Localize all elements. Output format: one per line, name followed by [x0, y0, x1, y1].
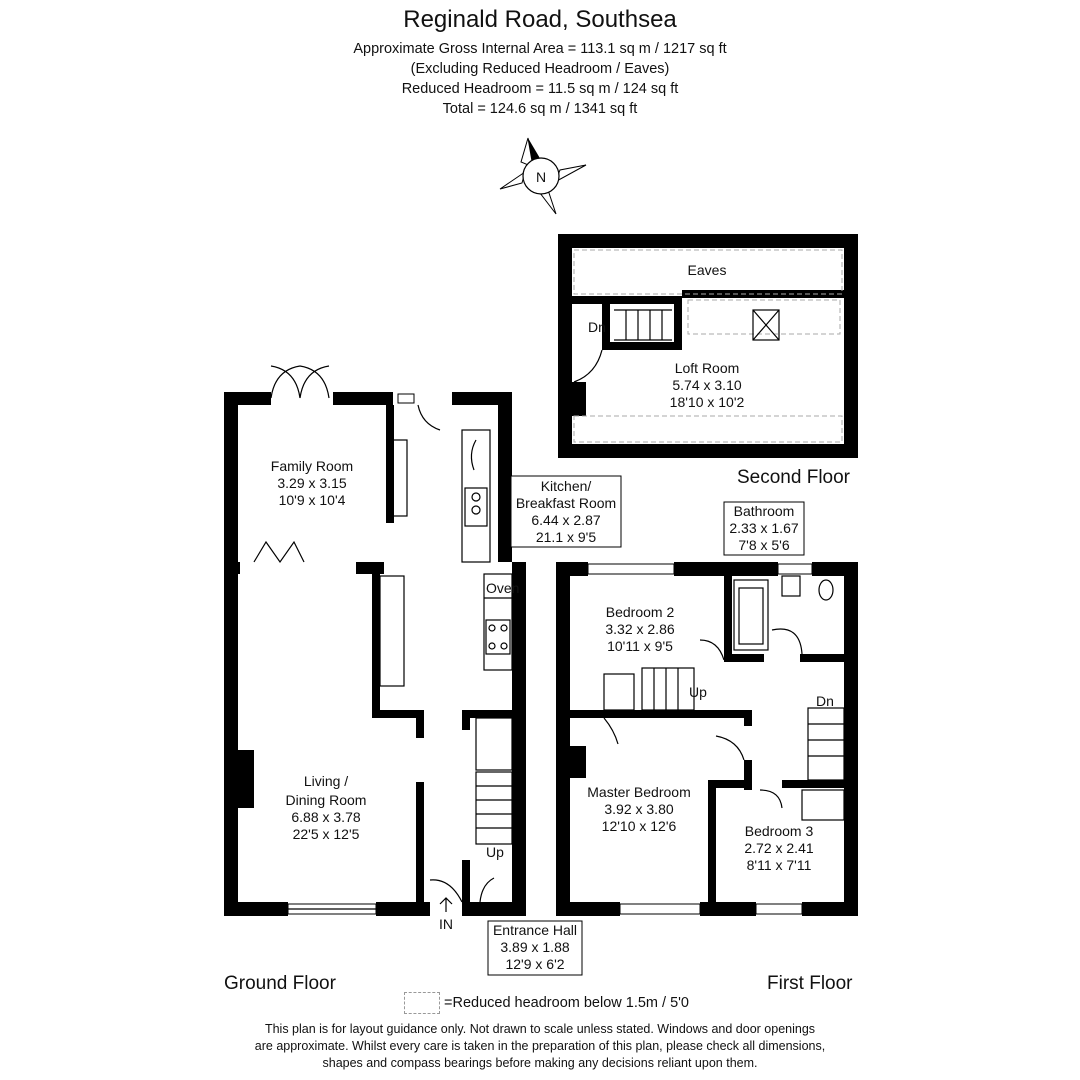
- ground-floor-plan: Family Room 3.29 x 3.15 10'9 x 10'4 Livi…: [224, 365, 622, 976]
- reduced-headroom-legend: =Reduced headroom below 1.5m / 5'0: [404, 992, 689, 1014]
- oven-label: Oven: [486, 580, 519, 596]
- bathroom-metric: 2.33 x 1.67: [729, 520, 798, 536]
- excluding-text: (Excluding Reduced Headroom / Eaves): [410, 61, 670, 77]
- loft-name: Loft Room: [675, 360, 740, 376]
- living-room-name-2: Dining Room: [286, 792, 367, 808]
- eaves-label: Eaves: [688, 262, 727, 278]
- hall-metric: 3.89 x 1.88: [500, 939, 569, 955]
- hall-name: Entrance Hall: [493, 922, 577, 938]
- loft-metric: 5.74 x 3.10: [672, 377, 741, 393]
- living-room-imperial: 22'5 x 12'5: [293, 826, 360, 842]
- entrance-in-label: IN: [439, 916, 453, 932]
- total-area-text: Total = 124.6 sq m / 1341 sq ft: [442, 101, 638, 117]
- hall-imperial: 12'9 x 6'2: [505, 956, 564, 972]
- dashed-legend-swatch: [404, 992, 440, 1014]
- master-bedroom-name: Master Bedroom: [587, 784, 690, 800]
- disclaimer-line-3: shapes and compass bearings before makin…: [322, 1056, 758, 1070]
- disclaimer-line-1: This plan is for layout guidance only. N…: [264, 1022, 816, 1036]
- disclaimer-line-2: are approximate. Whilst every care is ta…: [254, 1039, 826, 1053]
- loft-imperial: 18'10 x 10'2: [670, 394, 745, 410]
- master-bedroom-imperial: 12'10 x 12'6: [602, 818, 677, 834]
- living-room-metric: 6.88 x 3.78: [291, 809, 360, 825]
- legend-text: =Reduced headroom below 1.5m / 5'0: [444, 995, 689, 1011]
- bedroom2-name: Bedroom 2: [606, 604, 675, 620]
- bathroom-imperial: 7'8 x 5'6: [738, 537, 789, 553]
- bedroom3-imperial: 8'11 x 7'11: [747, 857, 812, 873]
- kitchen-metric: 6.44 x 2.87: [531, 512, 600, 528]
- family-room-name: Family Room: [271, 458, 353, 474]
- plan-title: Reginald Road, Southsea: [403, 6, 677, 33]
- compass-icon: N: [499, 137, 587, 215]
- kitchen-name-2: Breakfast Room: [516, 495, 616, 511]
- bedroom2-metric: 3.32 x 2.86: [605, 621, 674, 637]
- first-floor-plan: Bedroom 2 3.32 x 2.86 10'11 x 9'5 Up Dn …: [556, 501, 858, 916]
- kitchen-imperial: 21.1 x 9'5: [536, 529, 596, 545]
- family-room-imperial: 10'9 x 10'4: [279, 492, 346, 508]
- ground-floor-label: Ground Floor: [224, 973, 336, 994]
- bathroom-name: Bathroom: [734, 503, 795, 519]
- loft-dn-label: Dn: [588, 319, 606, 335]
- reduced-headroom-text: Reduced Headroom = 11.5 sq m / 124 sq ft: [401, 81, 679, 97]
- ground-up-label: Up: [486, 844, 504, 860]
- compass-north-label: N: [536, 169, 546, 185]
- bedroom3-name: Bedroom 3: [745, 823, 814, 839]
- bedroom2-imperial: 10'11 x 9'5: [607, 638, 673, 654]
- first-dn-label: Dn: [816, 693, 834, 709]
- second-floor-label: Second Floor: [737, 467, 851, 488]
- living-room-name-1: Living /: [304, 773, 348, 789]
- gross-area-text: Approximate Gross Internal Area = 113.1 …: [353, 41, 727, 57]
- kitchen-name-1: Kitchen/: [541, 478, 592, 494]
- first-up-label: Up: [689, 684, 707, 700]
- first-floor-label: First Floor: [767, 973, 853, 994]
- bedroom3-metric: 2.72 x 2.41: [744, 840, 813, 856]
- master-bedroom-metric: 3.92 x 3.80: [604, 801, 673, 817]
- family-room-metric: 3.29 x 3.15: [277, 475, 346, 491]
- second-floor-plan: Eaves Dn Loft Room 5.74 x 3.10 18'10 x 1…: [558, 234, 858, 458]
